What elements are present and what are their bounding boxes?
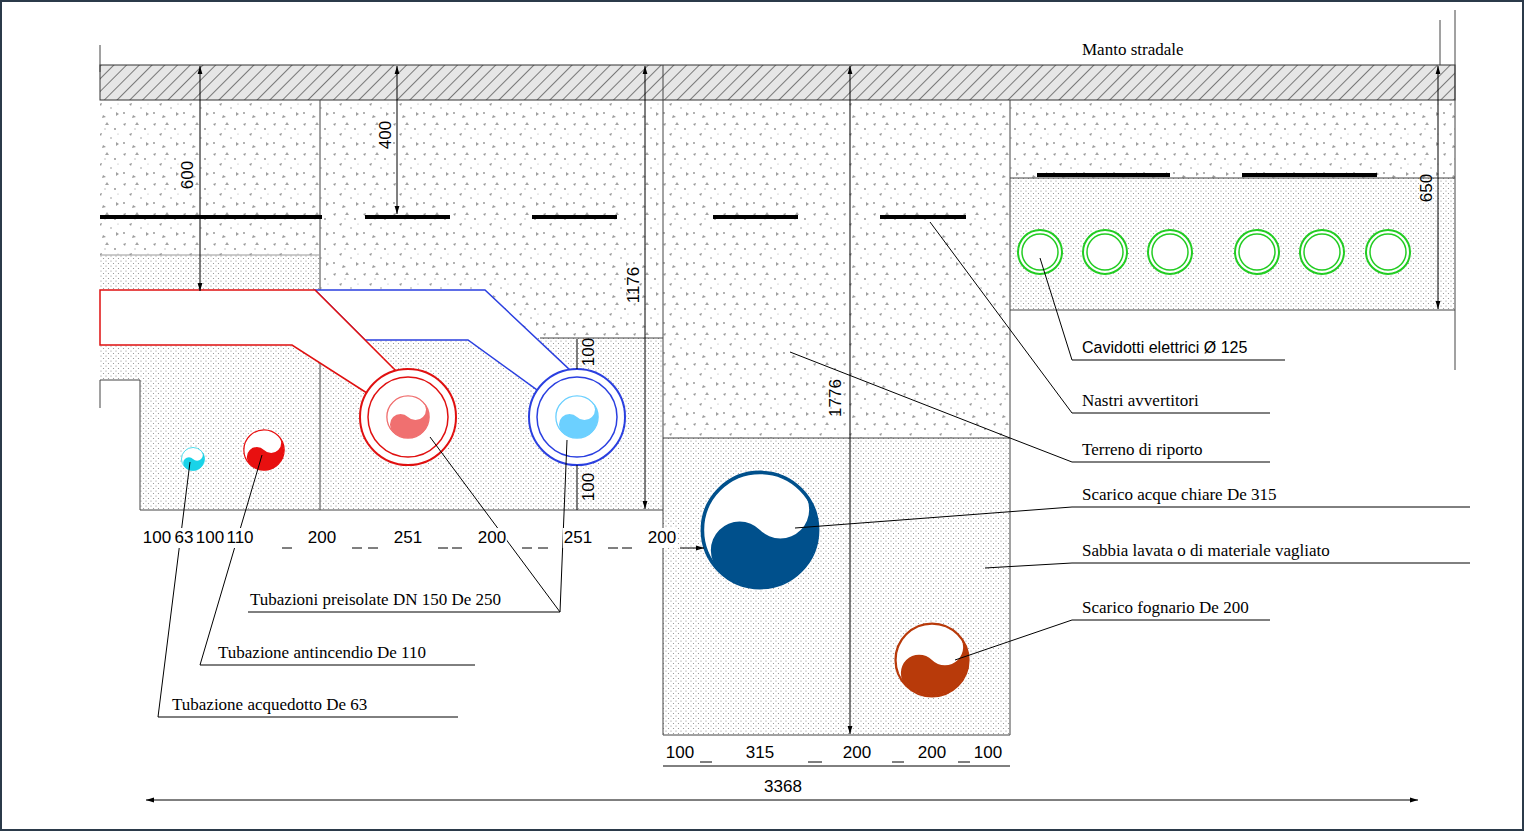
warning-tapes bbox=[100, 173, 1377, 219]
callout-label: Sabbia lavata o di materiale vagliato bbox=[1082, 541, 1330, 561]
leader-lines bbox=[158, 222, 1470, 717]
dimension-label: 1176 bbox=[624, 267, 644, 304]
callout-label: Cavidotti elettrici Ø 125 bbox=[1082, 338, 1247, 358]
dimension-label: 200 bbox=[307, 528, 337, 548]
callout-label: Scarico acque chiare De 315 bbox=[1082, 485, 1276, 505]
dimension-label: 63 bbox=[174, 528, 195, 548]
dimension-label: 315 bbox=[746, 743, 774, 763]
dimension-lines bbox=[146, 66, 1438, 800]
dimension-label: 100 bbox=[579, 473, 599, 501]
dimension-label: 650 bbox=[1417, 174, 1437, 202]
dimension-label: 251 bbox=[393, 528, 423, 548]
layer-label: Manto stradale bbox=[1082, 40, 1184, 60]
callout-label: Scarico fognario De 200 bbox=[1082, 598, 1249, 618]
dimension-label: 100 bbox=[142, 528, 172, 548]
preinsulated-pipes bbox=[100, 290, 625, 465]
soil-fills bbox=[100, 100, 1455, 735]
callout-label: Tubazione antincendio De 110 bbox=[218, 643, 426, 663]
dimension-label: 251 bbox=[563, 528, 593, 548]
dimension-label: 3368 bbox=[764, 777, 802, 797]
dimension-label: 100 bbox=[579, 338, 599, 366]
callout-label: Terreno di riporto bbox=[1082, 440, 1203, 460]
dimension-label: 200 bbox=[477, 528, 507, 548]
dimension-label: 200 bbox=[918, 743, 946, 763]
dimension-label: 600 bbox=[178, 161, 198, 189]
small-pipes bbox=[177, 421, 984, 711]
callout-label: Tubazione acquedotto De 63 bbox=[172, 695, 367, 715]
dimension-label: 110 bbox=[225, 528, 254, 548]
dimension-label: 200 bbox=[647, 528, 677, 548]
callout-label: Nastri avvertitori bbox=[1082, 391, 1199, 411]
dimension-label: 100 bbox=[666, 743, 694, 763]
trench-outlines bbox=[100, 10, 1455, 735]
dimension-label: 400 bbox=[376, 121, 396, 149]
cable-ducts bbox=[1018, 230, 1410, 274]
dimension-label: 100 bbox=[195, 528, 225, 548]
dimension-label: 1776 bbox=[826, 379, 846, 417]
dimension-label: 100 bbox=[974, 743, 1002, 763]
dimension-label: 200 bbox=[843, 743, 871, 763]
road-surface bbox=[100, 65, 1455, 100]
callout-label: Tubazioni preisolate DN 150 De 250 bbox=[250, 590, 501, 610]
